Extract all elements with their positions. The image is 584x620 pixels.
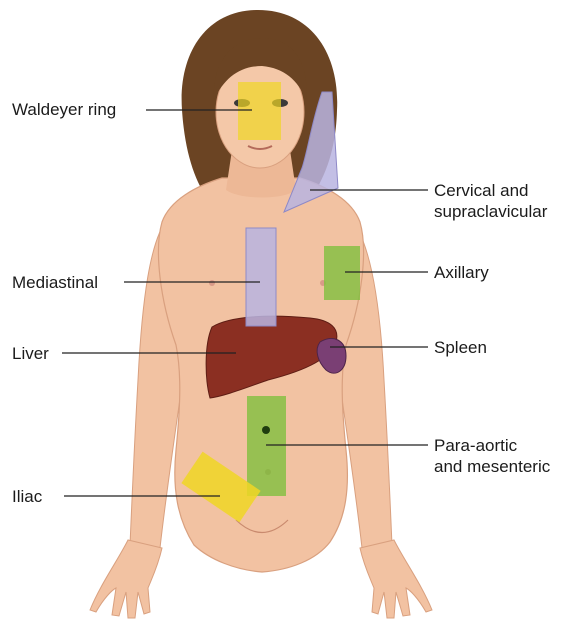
label-mediastinal: Mediastinal [12,272,98,293]
left-hand [90,540,162,618]
left-nipple [209,280,215,286]
label-spleen-text: Spleen [434,337,487,358]
label-paraaortic-line1: Para-aortic [434,435,550,456]
label-liver: Liver [12,343,49,364]
region-axillary [324,246,360,300]
label-mediastinal-text: Mediastinal [12,272,98,293]
region-mediastinal [246,228,276,326]
label-waldeyer-text: Waldeyer ring [12,99,116,120]
paraaortic-node [262,426,270,434]
label-liver-text: Liver [12,343,49,364]
label-spleen: Spleen [434,337,487,358]
label-axillary-text: Axillary [434,262,489,283]
label-paraaortic: Para-aortic and mesenteric [434,435,550,477]
label-waldeyer: Waldeyer ring [12,99,116,120]
label-cervical-line2: supraclavicular [434,201,547,222]
label-paraaortic-line2: and mesenteric [434,456,550,477]
label-iliac-text: Iliac [12,486,42,507]
label-iliac: Iliac [12,486,42,507]
label-cervical: Cervical and supraclavicular [434,180,547,222]
label-axillary: Axillary [434,262,489,283]
region-paraaortic [247,396,286,496]
region-waldeyer [238,82,281,140]
label-cervical-line1: Cervical and [434,180,547,201]
right-hand [360,540,432,618]
